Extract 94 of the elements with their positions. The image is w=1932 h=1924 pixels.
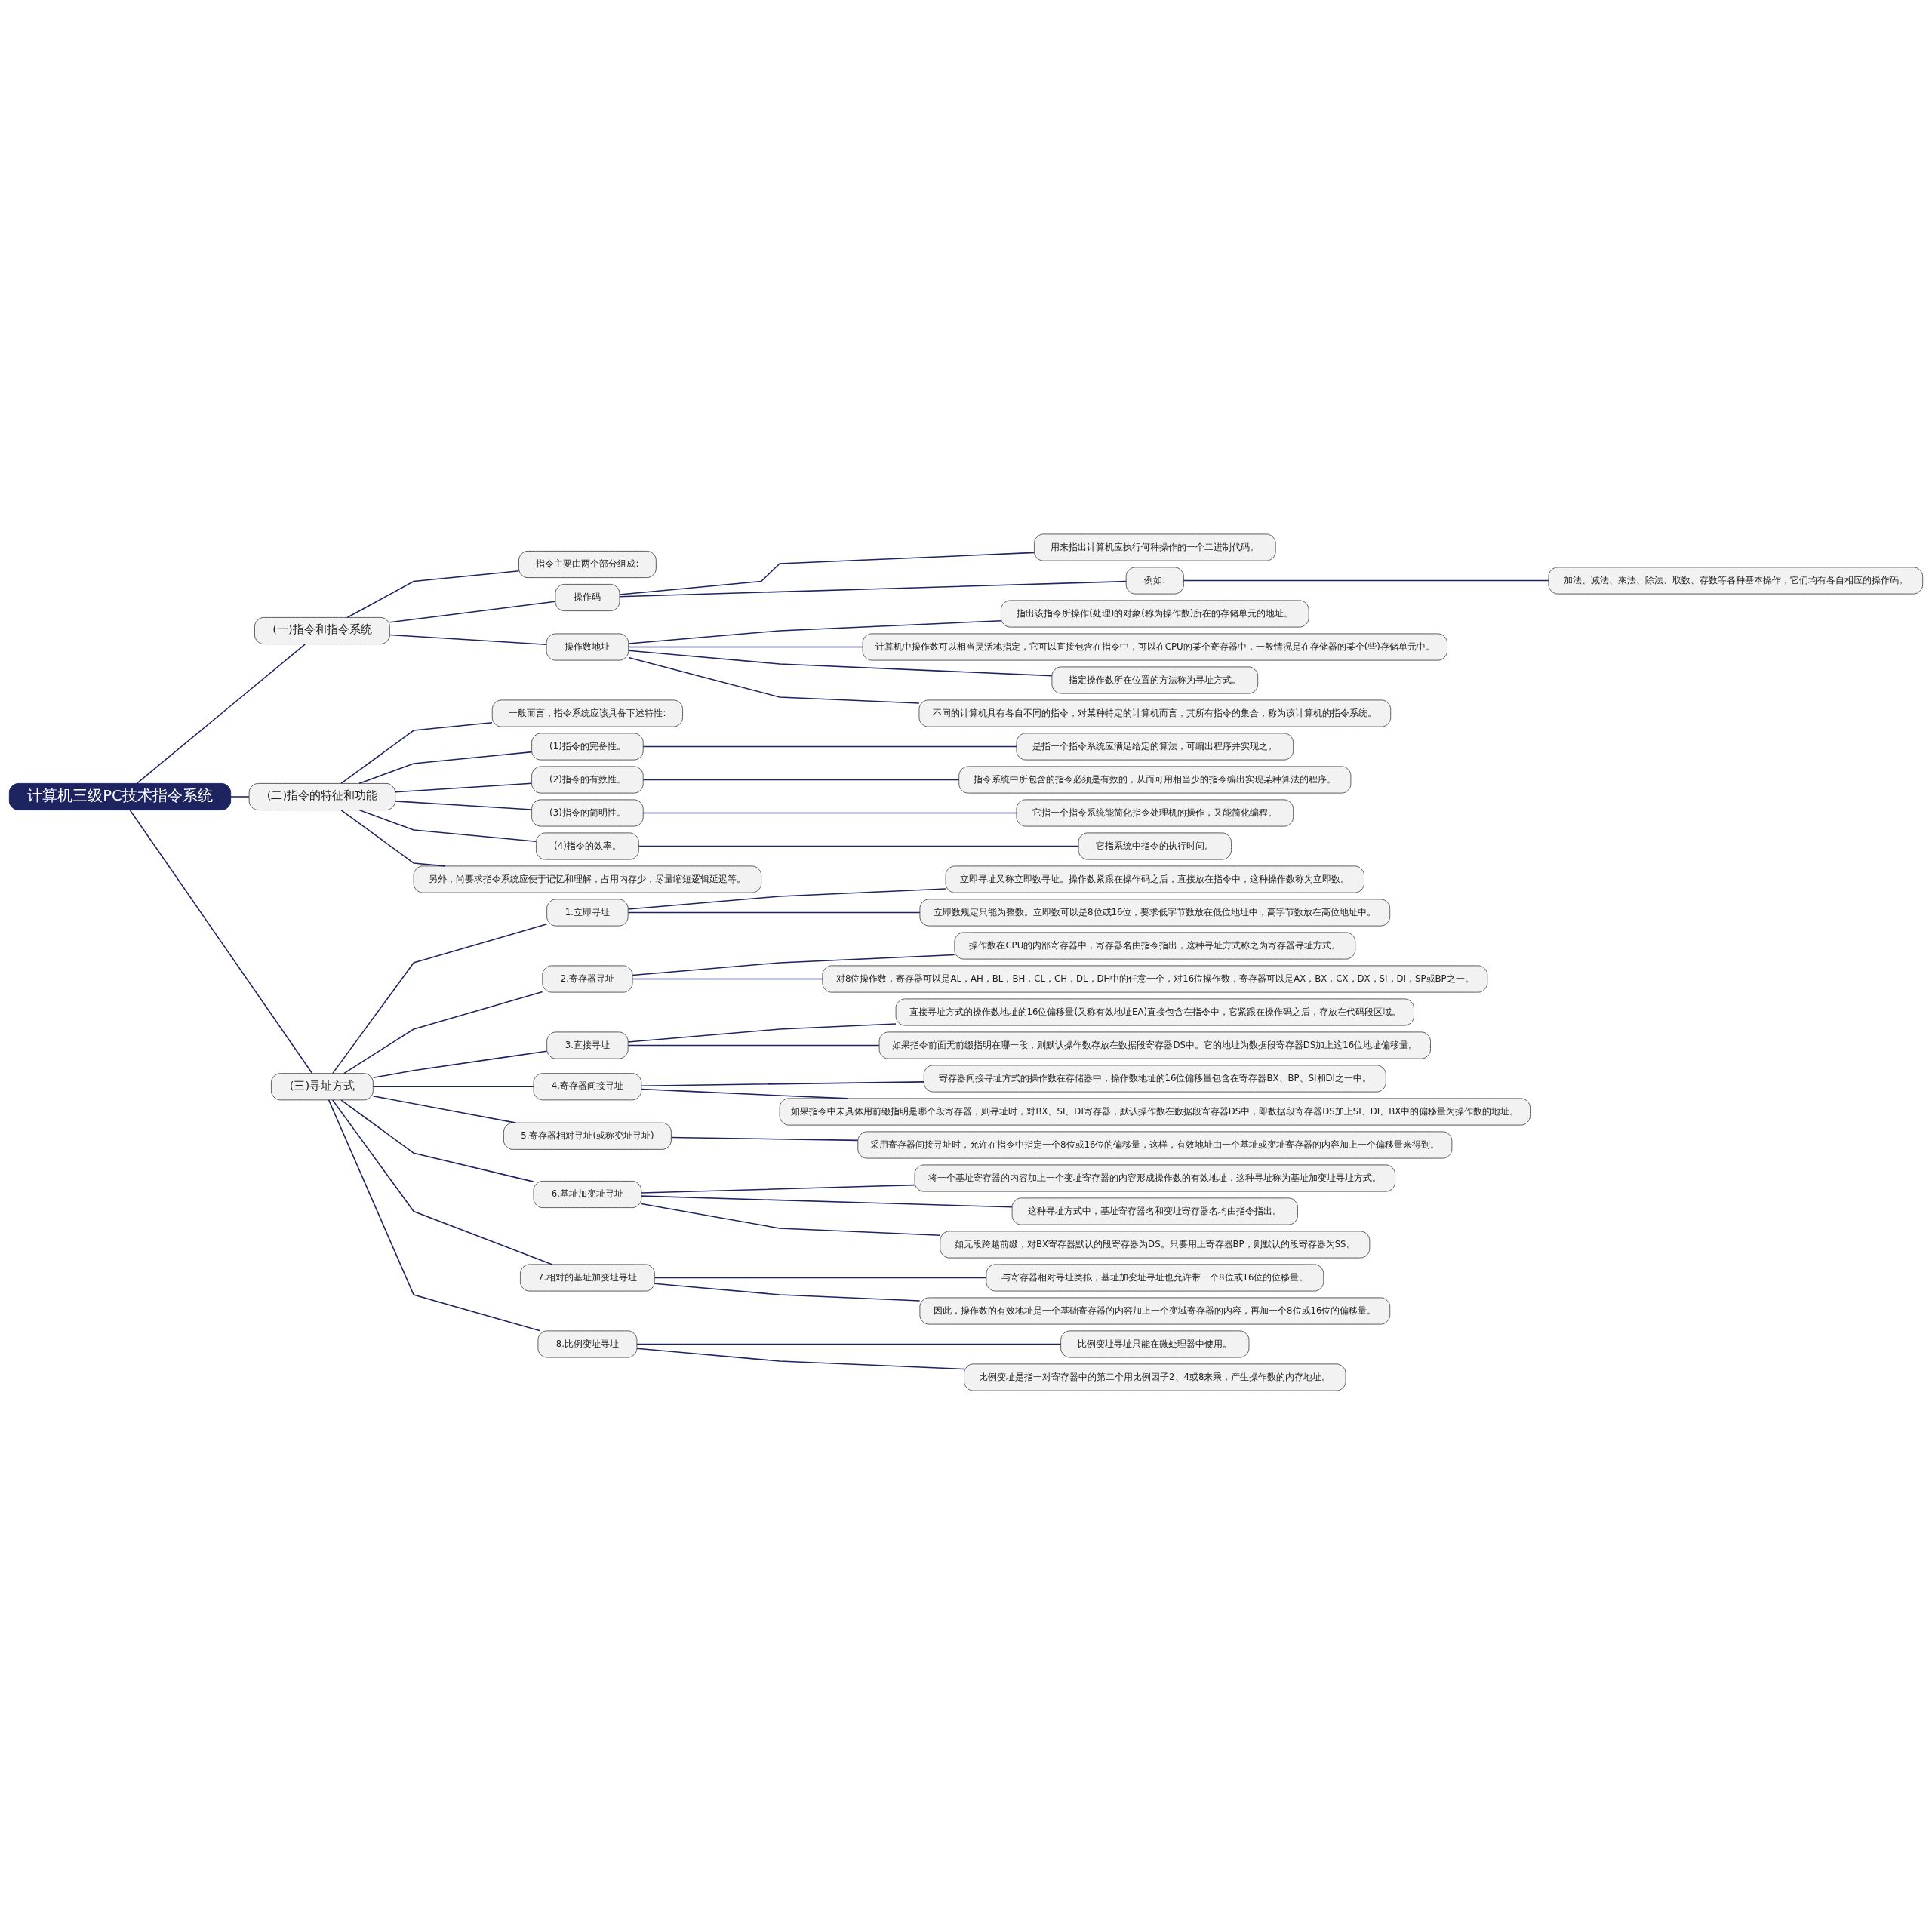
node-box: 是指一个指令系统应满足给定的算法，可编出程序并实现之。 xyxy=(1016,732,1294,761)
node-box: 指出该指令所操作(处理)的对象(称为操作数)所在的存储单元的地址。 xyxy=(1000,599,1309,628)
node-box: 另外，尚要求指令系统应便于记忆和理解，占用内存少，尽量缩短逻辑延迟等。 xyxy=(413,865,762,893)
connector xyxy=(340,1099,534,1182)
node-box: 用来指出计算机应执行何种操作的一个二进制代码。 xyxy=(1033,533,1276,561)
connector xyxy=(627,1022,897,1043)
node-box: 2.寄存器寻址 xyxy=(542,964,633,993)
node-box: (1)指令的完备性。 xyxy=(531,732,644,761)
connector xyxy=(358,809,537,842)
connector xyxy=(641,1194,1013,1208)
node-box: 6.基址加变址寻址 xyxy=(533,1180,642,1208)
connector xyxy=(389,634,547,645)
node-box: 立即数规定只能为整数。立即数可以是8位或16位，要求低字节数放在低位地址中，高字节数放在高位地址中。 xyxy=(919,898,1391,927)
node-box: 因此，操作数的有效地址是一个基础寄存器的内容加上一个变域寄存器的内容，再加一个8位或16位的偏移量。 xyxy=(919,1296,1391,1325)
connector xyxy=(641,1080,924,1086)
node-box: 7.相对的基址加变址寻址 xyxy=(519,1263,655,1292)
connector xyxy=(340,721,493,784)
connector xyxy=(389,601,556,623)
connector xyxy=(372,1095,517,1123)
connector xyxy=(230,795,250,798)
connector xyxy=(331,1099,553,1265)
node-box: 计算机中操作数可以相当灵活地指定，它可以直接包含在指令中，可以在CPU的某个寄存器中，一般情况是在存储器的某个(些)存储单元中。 xyxy=(862,632,1447,661)
node-box: 例如: xyxy=(1125,566,1184,595)
connector xyxy=(642,812,1017,813)
node-box: 如果指令中未具体用前缀指明是哪个段寄存器，则寻址时，对BX、SI、DI寄存器，默认操作数在数据段寄存器DS中，即数据段寄存器DS加上SI、DI、BX中的偏移量为操作数的地址。 xyxy=(779,1097,1531,1126)
node-box: 立即寻址又称立即数寻址。操作数紧跟在操作码之后，直接放在指令中，这种操作数称为立即数。 xyxy=(945,865,1364,893)
node-box: 一般而言，指令系统应该具备下述特性: xyxy=(491,699,684,727)
connector xyxy=(395,800,533,810)
connector xyxy=(332,923,548,1074)
node-box: 它指系统中指令的执行时间。 xyxy=(1078,831,1232,860)
node-box: 它指一个指令系统能简化指令处理机的操作，又能简化编程。 xyxy=(1016,798,1294,827)
connector xyxy=(642,745,1017,747)
node-box: (3)指令的简明性。 xyxy=(531,798,644,827)
connector xyxy=(628,656,920,704)
connector xyxy=(619,580,1127,598)
connector xyxy=(627,646,863,647)
connector xyxy=(628,649,1053,676)
node-box: 采用寄存器间接寻址时，允许在指令中指定一个8位或16位的偏移量，这样，有效地址由一个基址或变址寄存器的内容加上一个偏移量来得到。 xyxy=(857,1130,1453,1159)
connector xyxy=(641,1088,849,1099)
connector xyxy=(1183,579,1549,581)
connector xyxy=(358,751,533,784)
node-box: 操作数在CPU的内部寄存器中，寄存器名由指令指出，这种寻址方式称之为寄存器寻址方式。 xyxy=(954,931,1356,960)
connector xyxy=(372,1050,548,1078)
connector xyxy=(340,809,446,867)
node-box: 加法、减法、乘法、除法、取数、存数等各种基本操作，它们均有各自相应的操作码。 xyxy=(1548,566,1924,595)
connector xyxy=(372,1085,534,1087)
node-box: 如无段跨越前缀，对BX寄存器默认的段寄存器为DS。只要用上寄存器BP，则默认的段寄存器为SS。 xyxy=(940,1230,1371,1259)
node-box: 4.寄存器间接寻址 xyxy=(533,1072,642,1100)
node-box: 指令主要由两个部分组成: xyxy=(518,550,657,578)
node-box: 直接寻址方式的操作数地址的16位偏移量(又称有效地址EA)直接包含在指令中，它紧跟在操作码之后，存放在代码段区域。 xyxy=(895,997,1414,1026)
connector xyxy=(627,1044,880,1046)
connector xyxy=(346,570,520,618)
node-box: 操作数地址 xyxy=(546,632,629,661)
node-box: 指令系统中所包含的指令必须是有效的，从而可用相当少的指令编出实现某种算法的程序。 xyxy=(958,765,1352,794)
node-box: (二)指令的特征和功能 xyxy=(248,782,396,810)
connector xyxy=(343,991,543,1074)
connector xyxy=(328,1099,541,1332)
connector xyxy=(636,1347,964,1369)
connector xyxy=(641,1184,915,1194)
node-box: 寄存器间接寻址方式的操作数在存储器中，操作数地址的16位偏移量包含在寄存器BX、BP、SI和DI之一中。 xyxy=(923,1064,1386,1093)
node-box: 比例变址是指一对寄存器中的第二个用比例因子2、4或8来乘，产生操作数的内存地址。 xyxy=(964,1363,1346,1391)
node-box: (4)指令的效率。 xyxy=(535,831,639,860)
connector xyxy=(129,809,313,1074)
node-box: 操作码 xyxy=(555,583,620,611)
node-box: 1.立即寻址 xyxy=(546,898,629,927)
node-box: 比例变址寻址只能在微处理器中使用。 xyxy=(1060,1329,1250,1358)
node-box: (一)指令和指令系统 xyxy=(254,616,390,644)
connector xyxy=(632,954,955,976)
connector xyxy=(136,643,306,784)
node-box: 这种寻址方式中，基址寄存器名和变址寄存器名均由指令指出。 xyxy=(1011,1197,1298,1225)
node-box: 对8位操作数，寄存器可以是AL，AH，BL，BH，CL，CH，DL，DH中的任意一个，对16位操作数，寄存器可以是AX，BX，CX，DX，SI，DI，SP或BP之一。 xyxy=(822,964,1488,993)
node-box: 5.寄存器相对寻址(或称变址寻址) xyxy=(503,1122,672,1150)
connector xyxy=(641,1203,941,1236)
node-box: 指定操作数所在位置的方法称为寻址方式。 xyxy=(1051,665,1259,694)
node-box: 8.比例变址寻址 xyxy=(537,1329,638,1358)
connector xyxy=(636,1343,1062,1345)
node-box: (2)指令的有效性。 xyxy=(531,765,644,794)
node-box: 不同的计算机具有各自不同的指令，对某种特定的计算机而言，其所有指令的集合，称为该计算机的指令系统。 xyxy=(918,699,1392,727)
connector xyxy=(670,1136,859,1141)
connector xyxy=(627,911,921,913)
node-box: 3.直接寻址 xyxy=(546,1031,629,1059)
node-box: 将一个基址寄存器的内容加上一个变址寄存器的内容形成操作数的有效地址，这种寻址称为基址加变址寻址方式。 xyxy=(914,1163,1396,1192)
node-box: 与寄存器相对寻址类拟，基址加变址寻址也允许带一个8位或16位的位移量。 xyxy=(986,1263,1324,1292)
connector xyxy=(642,779,960,780)
connector xyxy=(619,552,1035,595)
connector xyxy=(627,887,946,910)
connector xyxy=(638,845,1079,847)
node-box: 计算机三级PC技术指令系统 xyxy=(8,782,232,810)
connector xyxy=(632,978,823,979)
connector xyxy=(395,782,533,793)
node-box: (三)寻址方式 xyxy=(270,1072,374,1100)
node-box: 如果指令前面无前缀指明在哪一段，则默认操作数存放在数据段寄存器DS中。它的地址为数据段寄存器DS加上这16位地址偏移量。 xyxy=(878,1031,1431,1059)
connector xyxy=(628,619,1002,644)
connector xyxy=(654,1283,921,1302)
